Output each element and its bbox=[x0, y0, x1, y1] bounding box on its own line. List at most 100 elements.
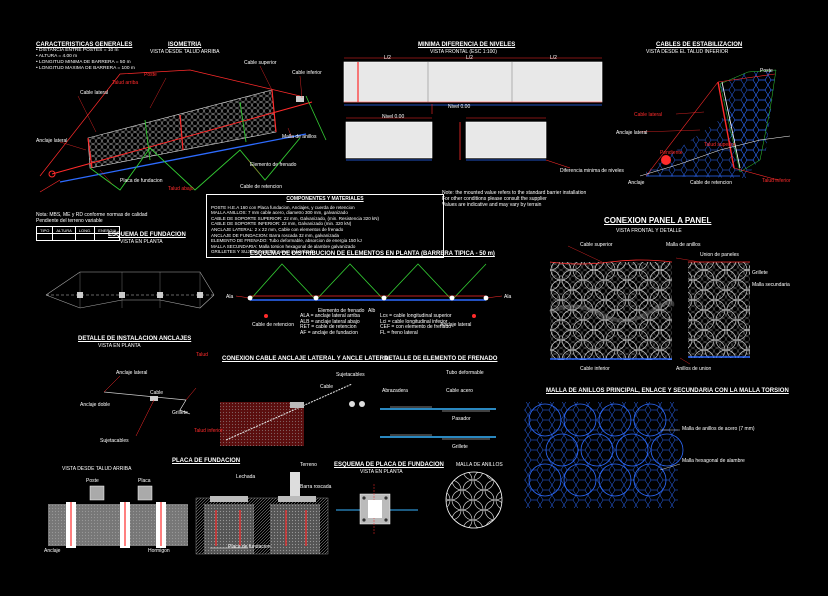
plate-view-label: VISTA DESDE TALUD ARRIBA bbox=[62, 466, 132, 472]
iso-title: ISOMETRIA bbox=[168, 42, 202, 48]
distrib-legend-2: ALB = anclaje lateral abajo bbox=[300, 318, 360, 325]
panel-subtitle: VISTA FRONTAL Y DETALLE bbox=[616, 228, 682, 234]
iso-label-top-cable: Cable superior bbox=[244, 60, 277, 66]
distribution-title: ESQUEMA DE DISTRIBUCION DE ELEMENTOS EN … bbox=[250, 251, 495, 257]
components-line-6: ANCLAJE DE FUNDACION: Barra roscada 32 m… bbox=[211, 232, 340, 238]
net-title: MALLA DE ANILLOS PRINCIPAL, ENLACE Y SEC… bbox=[546, 388, 789, 394]
note-left: Nota: MBS, ME y RD conforme normas de ca… bbox=[36, 212, 148, 218]
distrib-legend-b-2: Lci = cable longitudinal inferior bbox=[380, 318, 448, 325]
anchor-label-lateral: Anclaje lateral bbox=[116, 370, 148, 376]
section-label-diff: Diferencia minima de niveles bbox=[560, 168, 624, 174]
side-label-slope: Pendiente bbox=[660, 150, 683, 156]
section-label-2: L/2 bbox=[466, 55, 473, 61]
note-left-2: Pendiente del terreno variable bbox=[36, 218, 103, 224]
iso-label-plate: Placa de fundacion bbox=[120, 178, 163, 184]
side-label-slope-up: Talud superior bbox=[704, 142, 736, 148]
plate-label-plate: Placa bbox=[138, 478, 151, 484]
anchor-label-slope: Talud bbox=[196, 352, 208, 358]
iso-label-retention: Cable de retencion bbox=[240, 184, 282, 190]
section-label-3: L/2 bbox=[550, 55, 557, 61]
anchor-label-slope-down: Talud inferior bbox=[194, 428, 223, 434]
iso-subtitle: VISTA DESDE TALUD ARRIBA bbox=[150, 49, 220, 55]
components-line-3: CABLE DE SOPORTE SUPERIOR: 22 mm, Galvan… bbox=[211, 215, 379, 221]
side-label-retention: Cable de retencion bbox=[690, 180, 732, 186]
components-line-7: ELEMENTO DE FRENADO: Tubo deformable, ab… bbox=[211, 238, 362, 244]
section-label-level: Nivel 0.00 bbox=[448, 104, 471, 110]
side-label-lateral-cable: Cable lateral bbox=[634, 112, 663, 118]
iso-label-ring-net: Malla de anillos bbox=[282, 134, 317, 140]
distrib-legend-3: RET = cable de retencion bbox=[300, 324, 357, 330]
side-subtitle: VISTA DESDE EL TALUD INFERIOR bbox=[646, 49, 729, 55]
anchor-label-double: Anclaje doble bbox=[80, 402, 111, 408]
components-line-8: MALLA SECUNDARIA: Malla torsion hexagona… bbox=[211, 243, 356, 249]
panel-label-bottom-cable: Cable inferior bbox=[580, 366, 610, 372]
ring-detail bbox=[445, 471, 503, 529]
brake-label-clamps: Sujetacables bbox=[336, 372, 365, 378]
distrib-legend-b-3: CEF = con elemento de frenado bbox=[380, 324, 452, 330]
iso-label-lateral-cable: Cable lateral bbox=[80, 90, 109, 96]
spec-title: CARACTERISTICAS GENERALES bbox=[36, 42, 133, 48]
plate-label-post: Poste bbox=[86, 478, 99, 484]
leader-lines bbox=[59, 65, 705, 365]
lateral-title: CONEXION CABLE ANCLAJE LATERAL Y ANCLE L… bbox=[222, 356, 393, 362]
plate-label-concrete: Hormigon bbox=[148, 548, 170, 554]
note-center-3: Values are indicative and may vary by te… bbox=[442, 202, 542, 208]
components-line-2: MALLA ANILLOS: 7 mm cable acero, diametr… bbox=[211, 210, 348, 216]
panel-title: CONEXION PANEL A PANEL bbox=[604, 216, 712, 225]
spec-line-3: • LONGITUD MINIMA DE BARRERA = 50 m bbox=[36, 60, 131, 65]
foundation-subtitle: VISTA EN PLANTA bbox=[120, 239, 163, 245]
distrib-legend: ALA = anclaje lateral arriba ALB = ancla… bbox=[300, 313, 360, 336]
iso-label-post: Poste bbox=[144, 72, 157, 78]
foundation-title: ESQUEMA DE FUNDACION bbox=[108, 232, 186, 238]
side-view bbox=[639, 69, 791, 181]
panel-label-rings: Anillos de union bbox=[676, 366, 712, 372]
side-label-slope-down: Talud inferior bbox=[762, 178, 791, 184]
panel-connection bbox=[549, 259, 750, 360]
brake-label-shackle: Grillete bbox=[452, 444, 468, 450]
panel-label-top-cable: Cable superior bbox=[580, 242, 613, 248]
distrib-legend-b-1: Lcs = cable longitudinal superior bbox=[380, 313, 452, 319]
brake-label-pin: Pasador bbox=[452, 416, 471, 422]
braking-element bbox=[380, 406, 496, 440]
isometric-view bbox=[39, 69, 327, 193]
side-label-post: Poste bbox=[760, 68, 773, 74]
iso-label-lateral-anchor: Anclaje lateral bbox=[36, 138, 68, 144]
side-title: CABLES DE ESTABILIZACION bbox=[656, 42, 743, 48]
brake-title: DETALLE DE ELEMENTO DE FRENADO bbox=[384, 356, 498, 362]
components-line-5: ANCLAJE LATERAL: 2 x 22 mm, Cable con el… bbox=[211, 226, 344, 232]
distrib-label-retention: Cable de retencion bbox=[252, 322, 294, 328]
distrib-legend-b: Lcs = cable longitudinal superior Lci = … bbox=[380, 313, 452, 336]
plate-label-rod: Barra roscada bbox=[300, 484, 332, 490]
distrib-legend-4: AF = anclaje de fundacion bbox=[300, 329, 358, 336]
lateral-connection bbox=[220, 383, 365, 446]
sections-subtitle: VISTA FRONTAL (ESC 1:100) bbox=[430, 49, 497, 55]
components-line-1: POSTE H.E.A 160 con Placa fundacion, Anc… bbox=[211, 204, 355, 210]
plate-title: PLACA DE FUNDACION bbox=[172, 458, 241, 464]
anchor-title: DETALLE DE INSTALACION ANCLAJES bbox=[78, 336, 192, 342]
distrib-legend-b-4: FL = freno lateral bbox=[380, 329, 418, 336]
panel-label-shackle: Grillete bbox=[752, 270, 768, 276]
section-label-1: L/2 bbox=[384, 55, 391, 61]
level-sections bbox=[343, 57, 603, 169]
plate-label-ground: Terreno bbox=[300, 462, 317, 468]
components-box: COMPONENTES Y MATERIALES POSTE H.E.A 160… bbox=[206, 194, 444, 258]
ring-net-field bbox=[524, 402, 678, 508]
plate-label-anchor: Anclaje bbox=[44, 548, 61, 554]
iso-label-bottom-cable: Cable inferior bbox=[292, 70, 322, 76]
distrib-label-lateral: Anclaje lateral bbox=[440, 322, 472, 328]
net-label-hex: Malla hexagonal de alambre bbox=[682, 458, 745, 464]
anchor-label-shackle: Grillete bbox=[172, 410, 188, 416]
anchor-subtitle: VISTA EN PLANTA bbox=[98, 343, 141, 349]
brake-label-steel: Cable acero bbox=[446, 388, 473, 394]
anchor-installation bbox=[103, 375, 197, 437]
distrib-legend-1: ALA = anclaje lateral arriba bbox=[300, 313, 360, 319]
plate-plan bbox=[336, 484, 418, 534]
side-label-anchor: Anclaje bbox=[628, 180, 645, 186]
anchor-label-clamps: Sujetacables bbox=[100, 438, 129, 444]
distrib-label-ala-left: Ala bbox=[226, 294, 234, 300]
foundation-plate bbox=[48, 472, 329, 555]
brake-label-cable: Cable bbox=[320, 384, 334, 390]
iso-label-slope-up: Talud arriba bbox=[112, 80, 139, 86]
panel-label-ring-net: Malla de anillos bbox=[666, 242, 701, 248]
